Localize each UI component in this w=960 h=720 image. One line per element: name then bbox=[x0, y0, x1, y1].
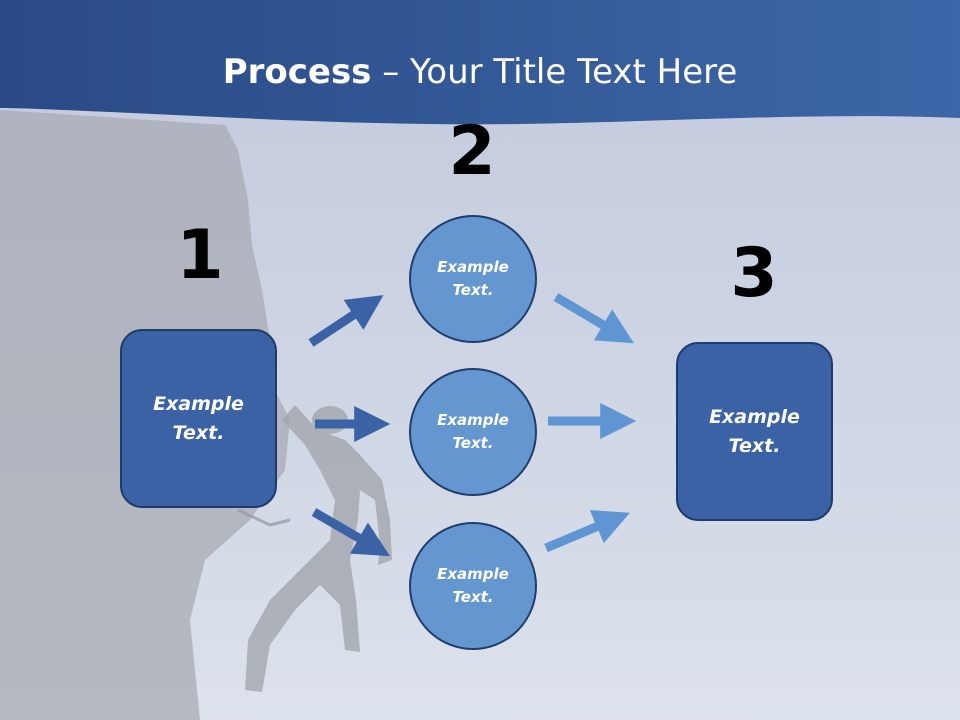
step-2-circle-bottom[interactable]: Example Text. bbox=[409, 522, 537, 650]
arrow-bottom-to-3 bbox=[544, 510, 630, 553]
step-2-circle-middle[interactable]: Example Text. bbox=[409, 368, 537, 496]
arrow-1-to-top bbox=[308, 295, 384, 347]
step-1-box[interactable]: Example Text. bbox=[120, 329, 277, 508]
step-number-2: 2 bbox=[448, 112, 496, 191]
title-rest: – Your Title Text Here bbox=[371, 52, 738, 92]
step-3-box[interactable]: Example Text. bbox=[676, 342, 833, 521]
circle-bottom-text: Example Text. bbox=[437, 565, 509, 606]
circle-top-text: Example Text. bbox=[437, 258, 509, 299]
step-number-3: 3 bbox=[730, 234, 778, 313]
step-1-text: Example Text. bbox=[153, 392, 244, 444]
step-3-text: Example Text. bbox=[709, 405, 800, 457]
slide-title: Process – Your Title Text Here bbox=[0, 52, 960, 92]
circle-middle-text: Example Text. bbox=[437, 411, 509, 452]
header-band bbox=[0, 0, 960, 125]
step-2-circle-top[interactable]: Example Text. bbox=[409, 215, 537, 343]
step-number-1: 1 bbox=[176, 216, 224, 295]
arrow-1-to-bottom bbox=[311, 508, 391, 557]
title-bold: Process bbox=[222, 52, 372, 92]
arrow-top-to-3 bbox=[553, 293, 634, 344]
